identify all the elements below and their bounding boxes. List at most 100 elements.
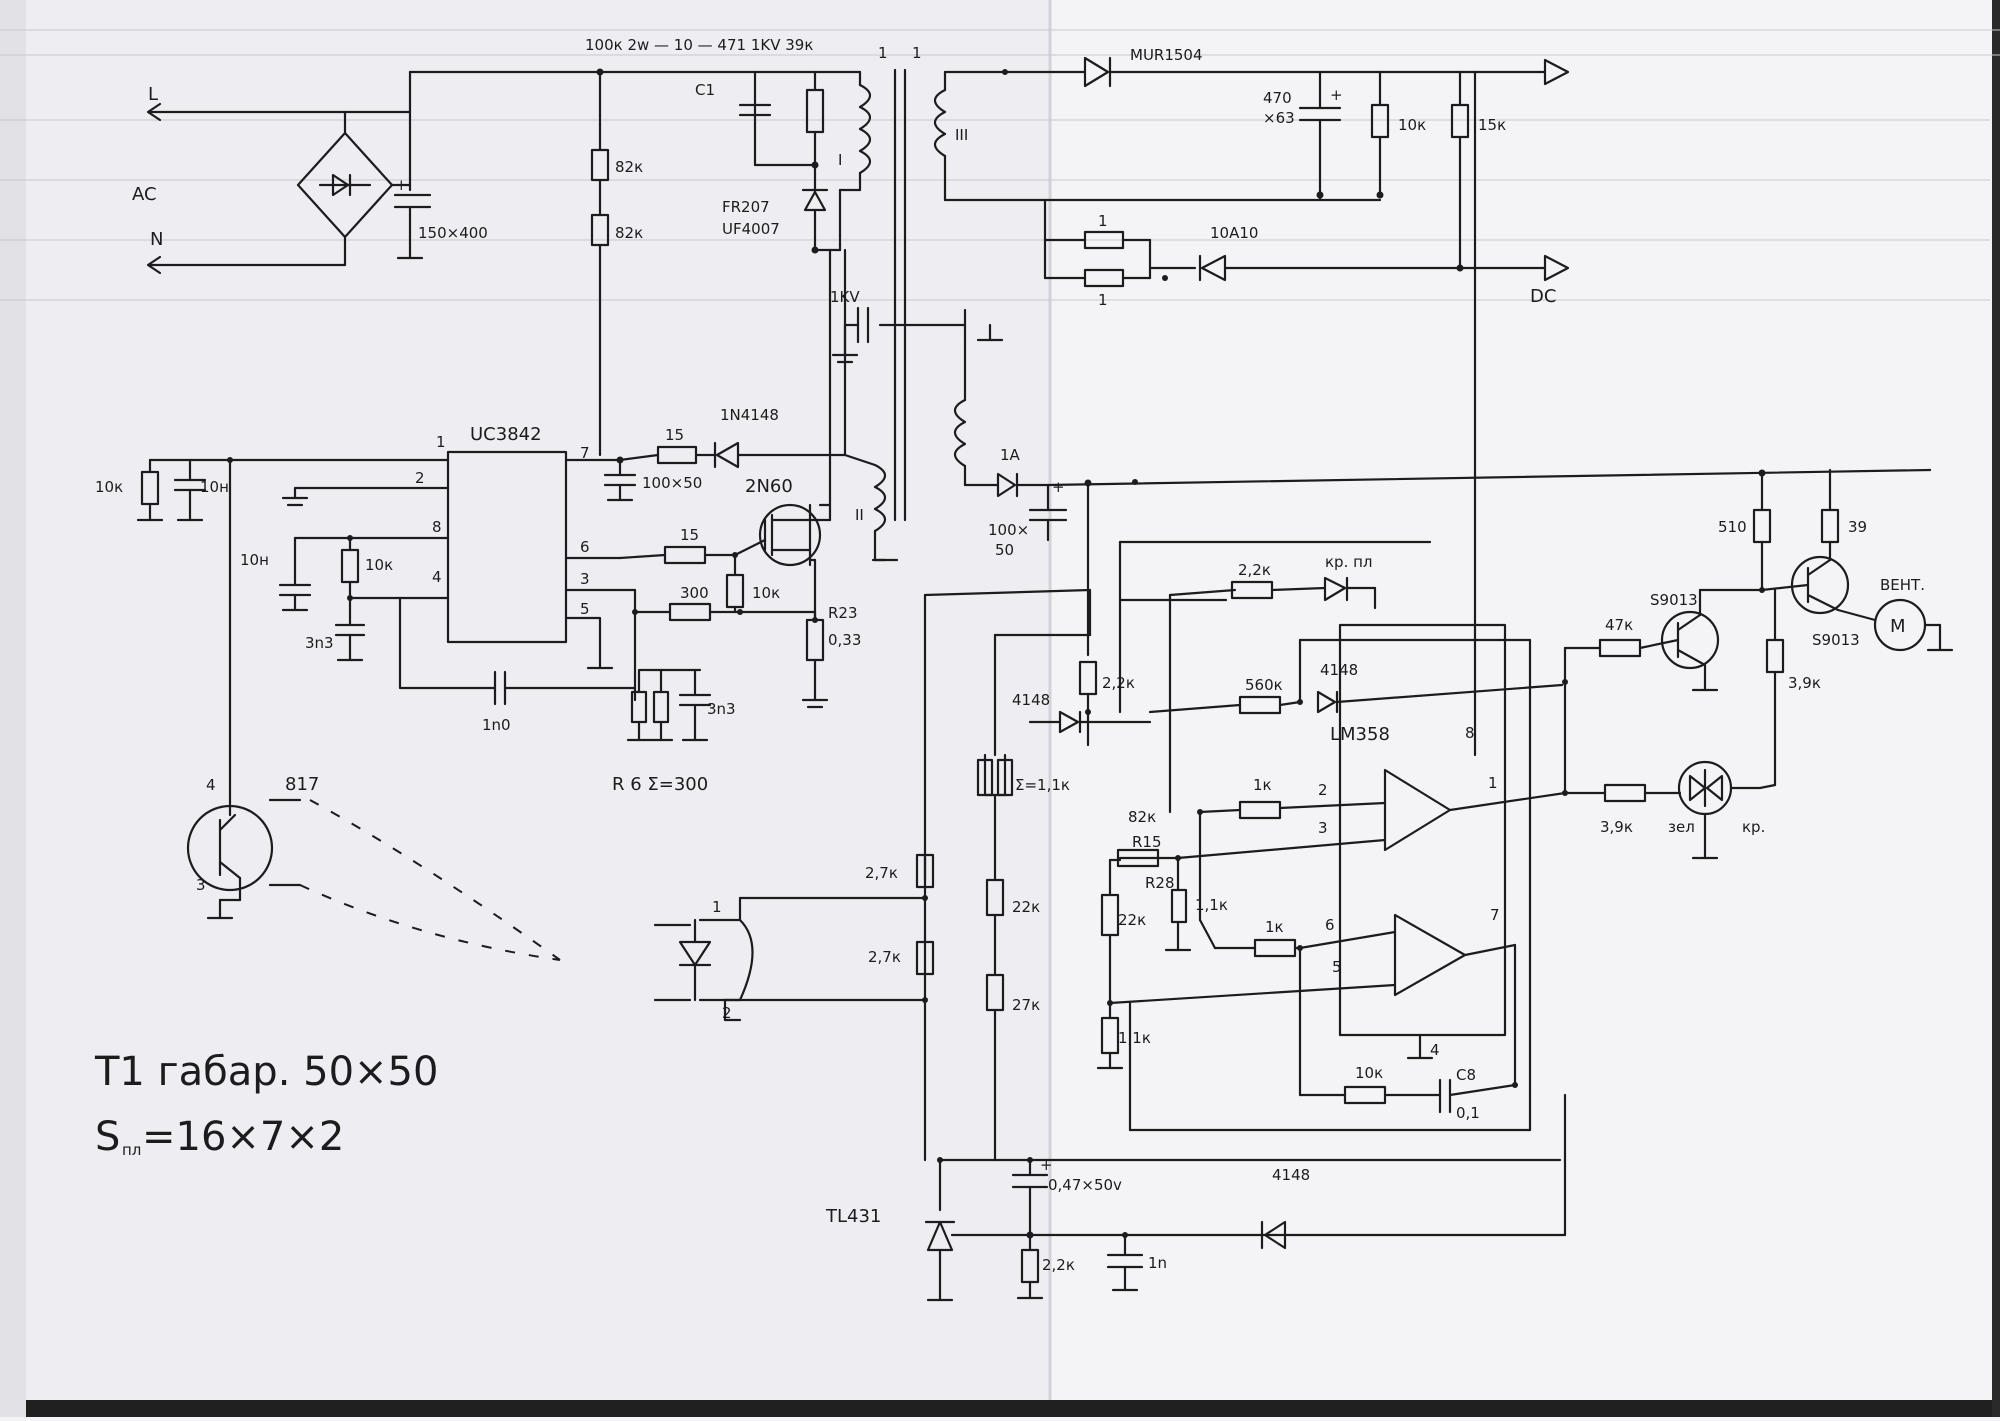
label-pin7: 7 (580, 444, 590, 462)
label-mur1504: MUR1504 (1130, 46, 1203, 64)
label-r22k-b: 22к (1012, 898, 1040, 916)
label-lm-pin5: 5 (1332, 958, 1342, 976)
note-section-sub: пл (122, 1141, 141, 1159)
label-q-s9013-b: S9013 (1812, 631, 1860, 649)
label-c-out: 470 (1263, 89, 1292, 107)
optocoupler-led: 1 2 (653, 896, 757, 1022)
label-c3n3-rt: 3n3 (305, 634, 334, 652)
label-r15: R15 (1132, 833, 1162, 851)
label-r3-9k-b: 3,9к (1600, 818, 1633, 836)
label-rsense: R23 (828, 604, 858, 622)
label-winding-3: III (955, 126, 968, 144)
label-r1-1k-a: 1,1к (1195, 896, 1228, 914)
label-pin1: 1 (436, 433, 446, 451)
label-lm-pin6: 6 (1325, 916, 1335, 934)
label-c10n-rt: 10н (240, 551, 269, 569)
label-r82k-a: 82к (615, 158, 643, 176)
label-r6-sum: R 6 Σ=300 (612, 774, 708, 795)
label-opto-pin4: 4 (206, 776, 216, 794)
label-r1k-b: 1к (1265, 918, 1284, 936)
label-r82k-fb: 82к (1128, 808, 1156, 826)
scan-edge-bottom (0, 1400, 2000, 1417)
label-r510: 510 (1718, 518, 1747, 536)
label-pin5: 5 (580, 600, 590, 618)
label-rsense-val: 0,33 (828, 631, 861, 649)
label-neutral: N (150, 229, 163, 250)
label-lm-pin2: 2 (1318, 781, 1328, 799)
label-r-sum: Σ=1,1к (1015, 776, 1070, 794)
label-lm-pin3: 3 (1318, 819, 1328, 837)
svg-text:+: + (1040, 1156, 1053, 1174)
label-q2n60: 2N60 (745, 476, 793, 497)
label-r22k-a: 22к (1118, 911, 1146, 929)
label-r3-9k-a: 3,9к (1788, 674, 1821, 692)
label-one-a: 1A (1000, 446, 1021, 464)
label-led-bicolor2: кр. (1742, 818, 1765, 836)
label-winding-i: I (838, 151, 842, 169)
label-motor: M (1890, 616, 1906, 637)
label-dc: DC (1530, 286, 1556, 307)
transformer-core: 1 (893, 44, 922, 522)
label-opto-pin3: 3 (196, 876, 206, 894)
label-snubber-values: 100к 2w — 10 — 471 1KV 39к (585, 36, 813, 54)
opto-link-dash-a (309, 799, 561, 961)
transformer-primary: I 1 (811, 44, 888, 254)
note-section-val: =16×7×2 (142, 1114, 344, 1160)
rcd-snubber: C1 FR207 UF4007 (695, 70, 829, 252)
label-pin6: 6 (580, 538, 590, 556)
label-lm-pin4: 4 (1430, 1041, 1440, 1059)
label-c100x50-aux2: 50 (995, 541, 1014, 559)
label-c-out2: ×63 (1263, 109, 1295, 127)
label-fan: ВЕНТ. (1880, 576, 1925, 594)
label-c100x50-vcc: 100×50 (642, 474, 702, 492)
label-pin8: 8 (432, 518, 442, 536)
label-opto-d1: 1 (712, 898, 722, 916)
label-winding-1b: 1 (912, 44, 922, 62)
label-c1n0: 1n0 (482, 716, 511, 734)
label-c8: C8 (1456, 1066, 1476, 1084)
label-ac: AC (132, 184, 157, 205)
label-lm358: LM358 (1330, 724, 1390, 745)
label-opto-817: 817 (285, 774, 319, 795)
label-r15k-out: 15к (1478, 116, 1506, 134)
label-r82k-b: 82к (615, 224, 643, 242)
label-d1n4148: 1N4148 (720, 406, 779, 424)
label-r2-2k-div: 2,2к (1102, 674, 1135, 692)
label-r2-2k-led: 2,2к (1238, 561, 1271, 579)
label-c8-val: 0,1 (1456, 1104, 1480, 1122)
label-c3n3-cs: 3n3 (707, 700, 736, 718)
output-filter: + 470 ×63 10к 15к (943, 70, 1506, 270)
label-c1n-tl: 1n (1148, 1254, 1167, 1272)
note-section: S (95, 1114, 120, 1160)
label-q-s9013-a: S9013 (1650, 591, 1698, 609)
mosfet-2n60: 2N60 (733, 248, 832, 622)
opto-link-dash-b (299, 884, 561, 961)
label-d10a10: 10A10 (1210, 224, 1258, 242)
label-c100x50-aux: 100× (988, 521, 1029, 539)
label-d4148-a: 4148 (1012, 691, 1050, 709)
pin5-ground (564, 616, 602, 670)
scan-edge-left (0, 0, 26, 1417)
label-fr207: FR207 (722, 198, 770, 216)
paper-left-half (0, 0, 1050, 1417)
label-opto-d2: 2 (722, 1004, 732, 1022)
label-r28: R28 (1145, 874, 1175, 892)
lm358: LM358 8 2 3 1 6 5 7 4 (1318, 70, 1567, 1087)
label-r10k-comp: 10к (95, 478, 123, 496)
label-led-bicolor: зел (1668, 818, 1695, 836)
vcc-network: 15 1N4148 100×50 (564, 248, 847, 502)
label-r1-1k-b: 1,1к (1118, 1029, 1151, 1047)
scan-noise (0, 29, 2000, 301)
label-d4148-tl: 4148 (1272, 1166, 1310, 1184)
label-c-bulk: 150×400 (418, 224, 488, 242)
label-r39: 39 (1848, 518, 1867, 536)
uc3842-chip: UC3842 1 2 8 4 7 6 3 5 (415, 424, 590, 644)
label-uc3842: UC3842 (470, 424, 542, 445)
transformer-secondary: III (933, 69, 1008, 202)
label-led-red: кр. пл (1325, 553, 1373, 571)
output-diode: MUR1504 (1003, 46, 1570, 88)
svg-text:+: + (1052, 478, 1065, 496)
note-core: T1 габар. 50×50 (94, 1049, 438, 1095)
r6-sense-array: 3n3 R 6 Σ=300 (612, 668, 736, 795)
label-r2-7k-b: 2,7к (868, 948, 901, 966)
